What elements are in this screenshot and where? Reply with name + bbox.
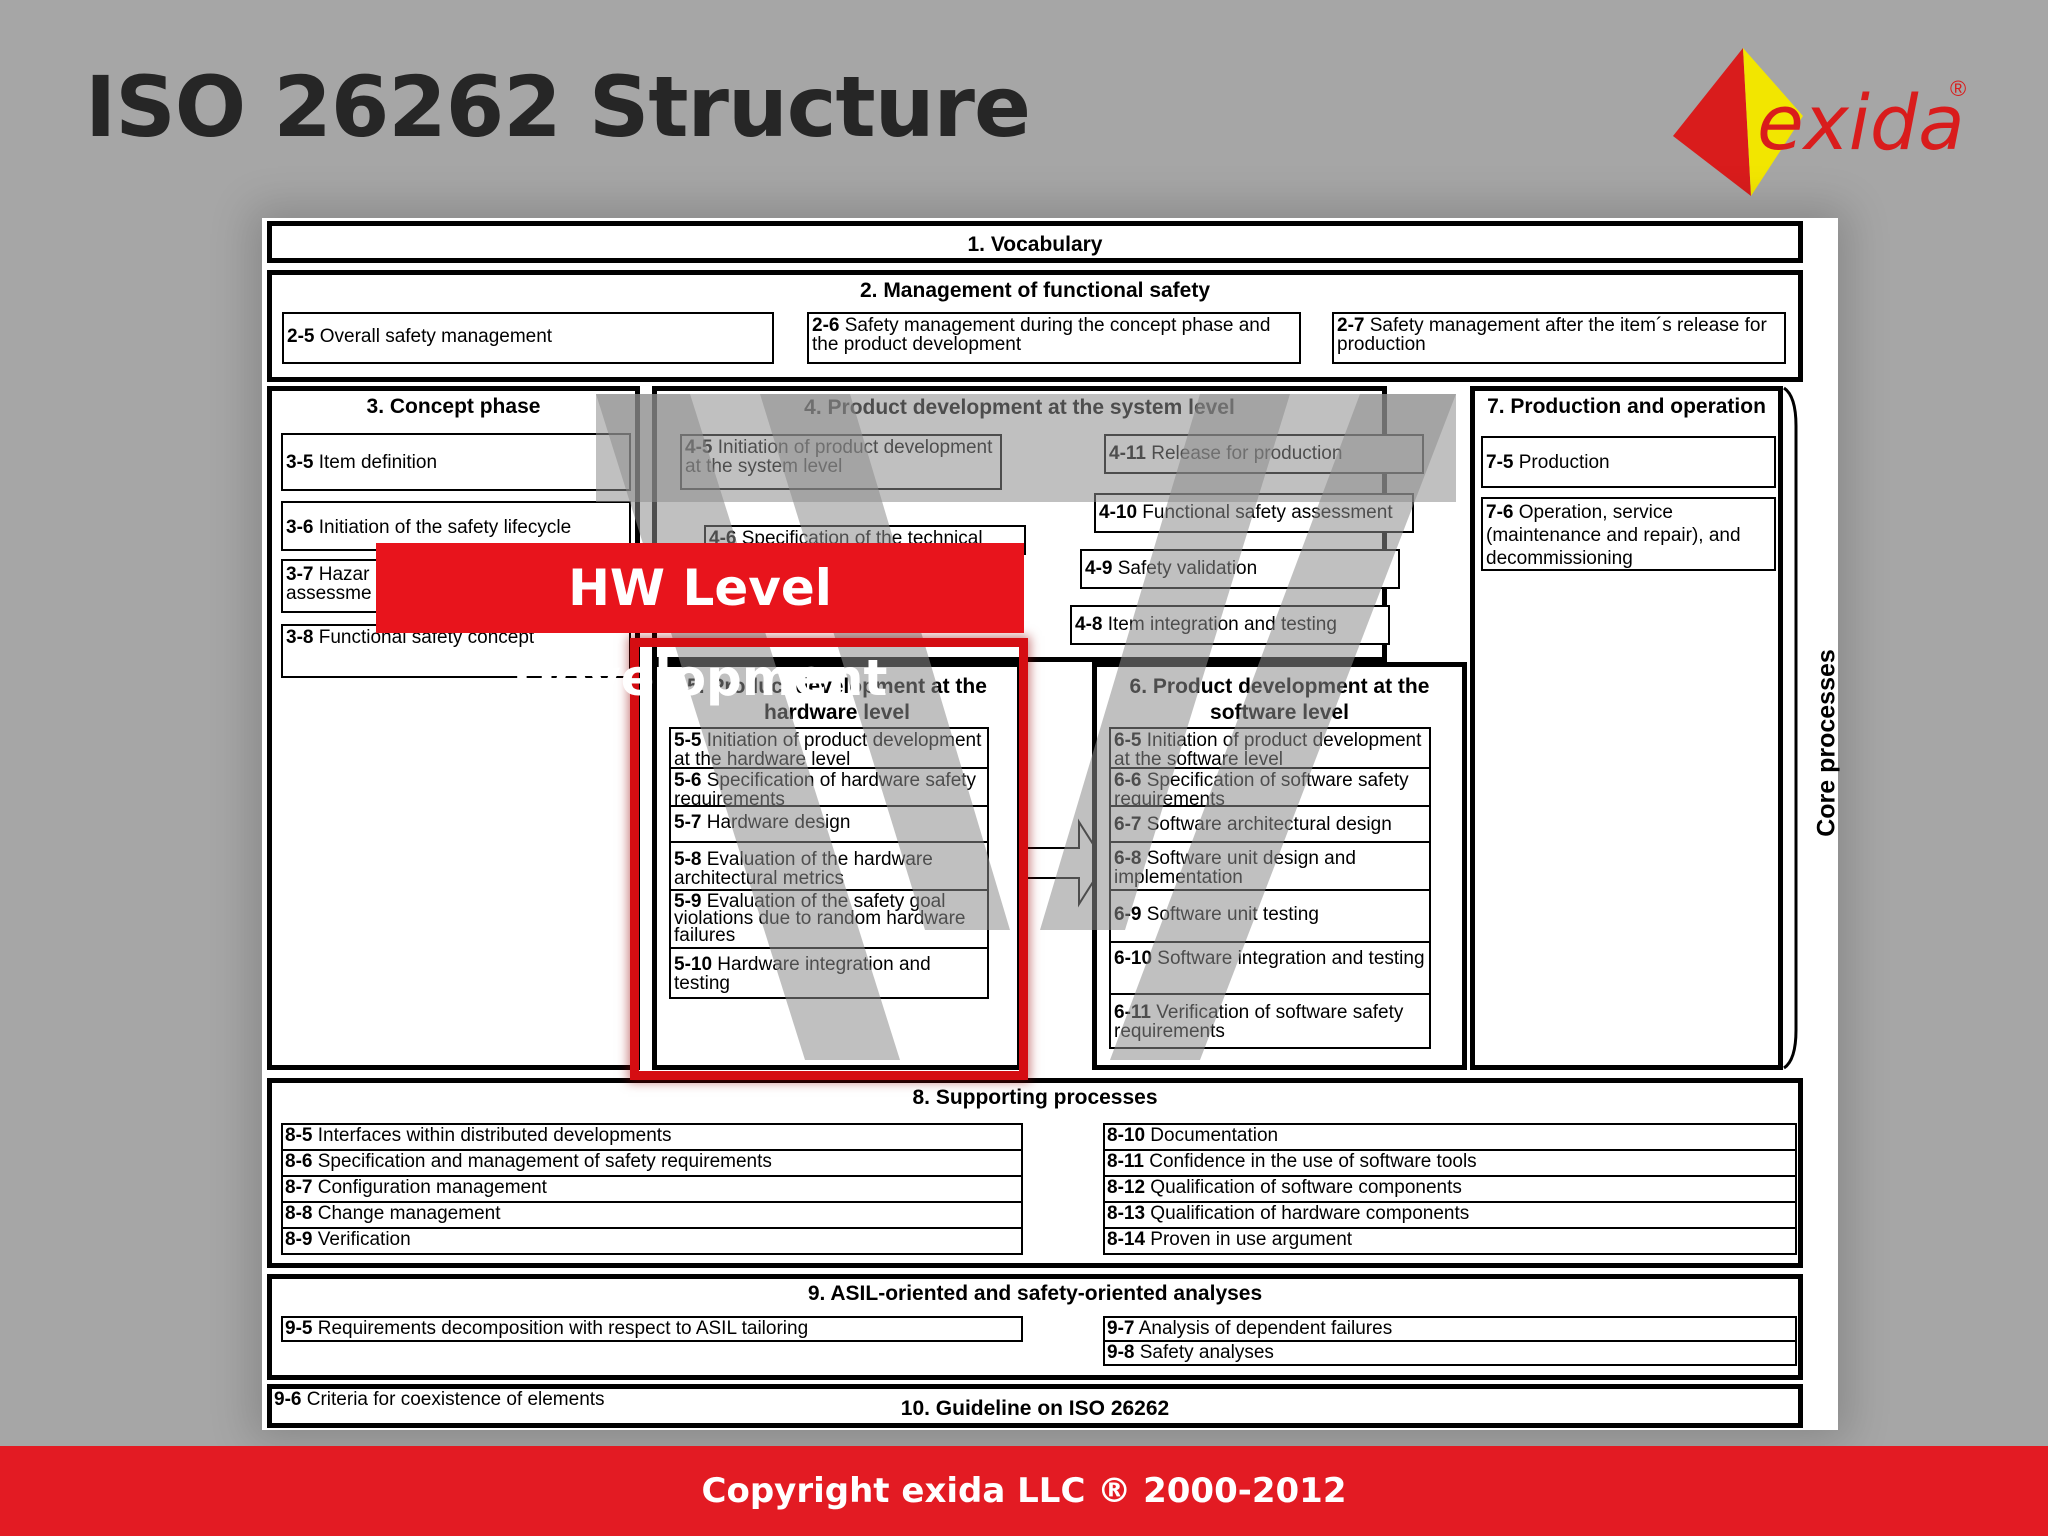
item-6-8: 6-8 Software unit design and implementat…: [1109, 841, 1431, 891]
supporting-processes-title: 8. Supporting processes: [912, 1086, 1158, 1109]
registered-mark: ®: [1950, 76, 1967, 101]
asil-analyses-box: 9. ASIL-oriented and safety-oriented ana…: [267, 1274, 1803, 1380]
guideline-box: 9-6 Criteria for coexistence of elements…: [267, 1384, 1803, 1428]
item-6-9: 6-9 Software unit testing: [1109, 889, 1431, 943]
item-9-6: 9-6 Criteria for coexistence of elements: [272, 1389, 632, 1417]
item-8-11: 8-11 Confidence in the use of software t…: [1103, 1149, 1797, 1177]
software-level-title: 6. Product development at the software l…: [1129, 675, 1430, 724]
pyramid-icon: [1673, 48, 1803, 196]
item-9-7: 9-7 Analysis of dependent failures: [1103, 1316, 1797, 1342]
management-title: 2. Management of functional safety: [859, 279, 1211, 302]
item-4-9: 4-9 Safety validation: [1080, 549, 1400, 589]
item-3-5: 3-5 Item definition: [281, 433, 631, 491]
slide-title: ISO 26262 Structure: [85, 58, 1031, 156]
item-2-6: 2-6 Safety management during the concept…: [807, 312, 1301, 364]
item-4-11: 4-11 Release for production: [1104, 434, 1424, 474]
management-box: 2. Management of functional safety 2-5 O…: [267, 270, 1803, 382]
item-9-8: 9-8 Safety analyses: [1103, 1340, 1797, 1366]
item-6-11: 6-11 Verification of software safety req…: [1109, 993, 1431, 1049]
item-3-6: 3-6 Initiation of the safety lifecycle: [281, 501, 631, 551]
hw-level-highlight-frame: [630, 638, 1028, 1080]
supporting-processes-box: 8. Supporting processes 8-5 Interfaces w…: [267, 1078, 1803, 1268]
concept-phase-title: 3. Concept phase: [366, 395, 541, 418]
item-6-7: 6-7 Software architectural design: [1109, 805, 1431, 843]
iso-structure-diagram: 1. Vocabulary 2. Management of functiona…: [262, 218, 1841, 1430]
exida-logo: exida ®: [1673, 40, 2005, 200]
item-6-6: 6-6 Specification of software safety req…: [1109, 767, 1431, 807]
item-8-10: 8-10 Documentation: [1103, 1123, 1797, 1151]
item-2-7: 2-7 Safety management after the item´s r…: [1332, 312, 1786, 364]
item-8-8: 8-8 Change management: [281, 1201, 1023, 1229]
item-7-6: 7-6 Operation, service (maintenance and …: [1481, 497, 1776, 571]
production-box: 7. Production and operation 7-5 Producti…: [1470, 386, 1783, 1070]
vocabulary-box: 1. Vocabulary: [267, 221, 1803, 263]
item-6-10: 6-10 Software integration and testing: [1109, 941, 1431, 995]
item-8-9: 8-9 Verification: [281, 1227, 1023, 1255]
vocabulary-title: 1. Vocabulary: [967, 233, 1103, 256]
item-2-5: 2-5 Overall safety management: [282, 312, 774, 364]
core-processes-bracket: [1783, 386, 1798, 1070]
item-8-13: 8-13 Qualification of hardware component…: [1103, 1201, 1797, 1229]
item-8-6: 8-6 Specification and management of safe…: [281, 1149, 1023, 1177]
copyright-footer: Copyright exida LLC ® 2000-2012: [0, 1446, 2048, 1536]
hw-level-banner: HW Level Development: [376, 543, 1024, 707]
item-8-5: 8-5 Interfaces within distributed develo…: [281, 1123, 1023, 1151]
logo-text: exida: [1757, 78, 1965, 167]
asil-analyses-title: 9. ASIL-oriented and safety-oriented ana…: [807, 1282, 1263, 1305]
item-4-5: 4-5 Initiation of product development at…: [680, 434, 1002, 490]
item-4-10: 4-10 Functional safety assessment: [1094, 493, 1414, 533]
concept-phase-box: 3. Concept phase 3-5 Item definition 3-6…: [267, 386, 640, 1070]
core-processes-label: Core processes: [1812, 649, 1841, 837]
software-level-box: 6. Product development at the software l…: [1092, 662, 1467, 1070]
guideline-title: 10. Guideline on ISO 26262: [900, 1397, 1170, 1420]
item-7-5: 7-5 Production: [1481, 436, 1776, 488]
item-8-14: 8-14 Proven in use argument: [1103, 1227, 1797, 1255]
item-4-8: 4-8 Item integration and testing: [1070, 605, 1390, 645]
item-3-8: 3-8 Functional safety concept: [281, 624, 631, 678]
production-title: 7. Production and operation: [1487, 395, 1766, 418]
item-6-5: 6-5 Initiation of product development at…: [1109, 727, 1431, 769]
item-8-7: 8-7 Configuration management: [281, 1175, 1023, 1203]
item-8-12: 8-12 Qualification of software component…: [1103, 1175, 1797, 1203]
system-level-title: 4. Product development at the system lev…: [804, 396, 1235, 419]
item-9-5: 9-5 Requirements decomposition with resp…: [281, 1316, 1023, 1342]
